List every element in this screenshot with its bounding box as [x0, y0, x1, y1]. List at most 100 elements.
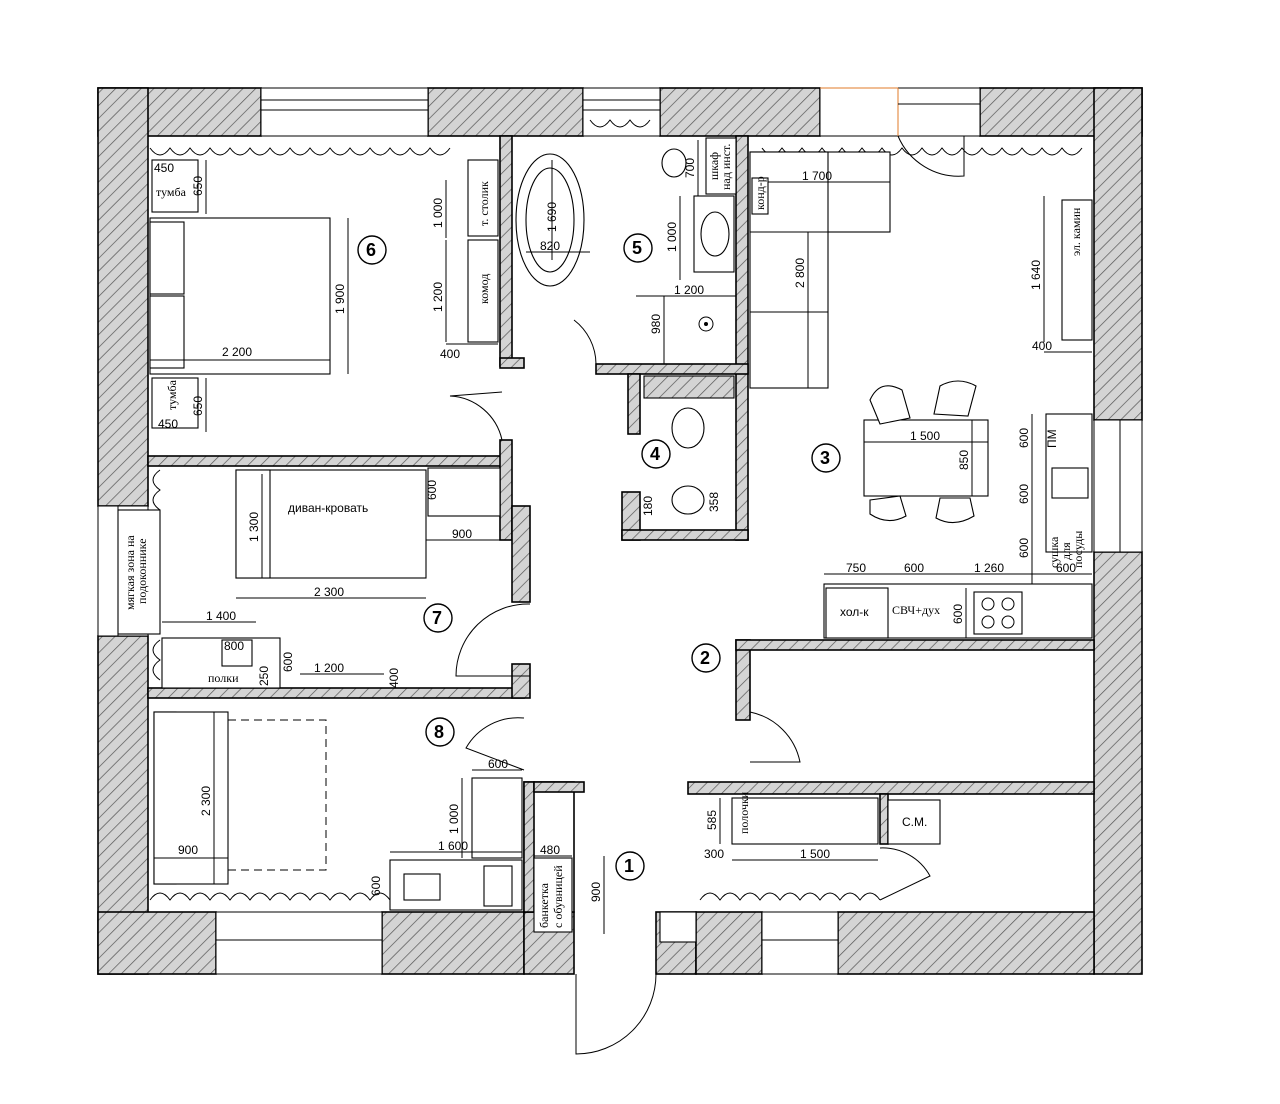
- svg-text:1 500: 1 500: [910, 429, 940, 443]
- svg-text:750: 750: [846, 561, 866, 575]
- svg-text:3: 3: [820, 448, 830, 468]
- svg-text:6: 6: [366, 240, 376, 260]
- svg-text:1 000: 1 000: [447, 804, 461, 834]
- svg-text:820: 820: [540, 239, 560, 253]
- svg-text:650: 650: [191, 396, 205, 416]
- svg-text:600: 600: [1017, 484, 1031, 504]
- toilet: [671, 407, 705, 449]
- svg-text:шкаф: шкаф: [707, 152, 721, 180]
- bidet: [671, 485, 705, 515]
- cooktop: [973, 591, 1023, 635]
- tumba-bottom: [151, 377, 199, 429]
- svg-text:900: 900: [452, 527, 472, 541]
- interior-walls: [147, 135, 1095, 913]
- wc-upper: [661, 148, 687, 178]
- room-5-marker: [623, 233, 653, 263]
- svg-text:1 300: 1 300: [247, 512, 261, 542]
- svg-text:2 300: 2 300: [314, 585, 344, 599]
- radiator: [659, 911, 697, 943]
- room-1: банкетка с обувницей 480 900: [533, 843, 697, 943]
- soft-zone: [117, 509, 161, 635]
- svg-text:2 300: 2 300: [199, 786, 213, 816]
- desk-7: [161, 637, 281, 689]
- svg-text:2 800: 2 800: [793, 258, 807, 288]
- svg-text:585: 585: [705, 810, 719, 830]
- room-markers: 1 2 3 4 5 6 7 8: [357, 233, 841, 881]
- svg-text:1 200: 1 200: [314, 661, 344, 675]
- svg-text:1 690: 1 690: [545, 202, 559, 232]
- svg-text:980: 980: [649, 314, 663, 334]
- svg-text:1 000: 1 000: [665, 222, 679, 252]
- room-4-marker: [641, 439, 671, 469]
- svg-text:1 400: 1 400: [206, 609, 236, 623]
- svg-text:900: 900: [589, 882, 603, 902]
- svg-text:диван-кровать: диван-кровать: [288, 501, 368, 515]
- svg-text:сушка: сушка: [1047, 536, 1061, 568]
- svg-text:С.М.: С.М.: [902, 815, 927, 829]
- room-6: тумба тумба т. столик комод 450 650 1 90…: [149, 159, 499, 432]
- room-3: конд-р 1 700 2 800 эл. камин 1 640 400 1…: [749, 151, 1093, 639]
- svg-text:600: 600: [1056, 561, 1076, 575]
- svg-text:подоконнике: подоконнике: [135, 538, 149, 604]
- svg-text:600: 600: [951, 604, 965, 624]
- svg-text:5: 5: [632, 238, 642, 258]
- svg-text:8: 8: [434, 722, 444, 742]
- room-4: 180 358: [641, 375, 735, 516]
- room-2-marker: [691, 643, 721, 673]
- komod-label: комод: [477, 274, 491, 304]
- svg-text:300: 300: [704, 847, 724, 861]
- room-6-marker: [357, 235, 387, 265]
- table-label: т. столик: [477, 181, 491, 226]
- svg-text:1 000: 1 000: [431, 198, 445, 228]
- svg-text:банкетка: банкетка: [537, 882, 551, 928]
- svg-text:250: 250: [257, 666, 271, 686]
- dining-table: [863, 419, 989, 497]
- svg-text:1 700: 1 700: [802, 169, 832, 183]
- svg-text:600: 600: [369, 876, 383, 896]
- wc-cabinet: [705, 137, 737, 195]
- svg-text:ПМ: ПМ: [1045, 429, 1059, 448]
- svg-text:850: 850: [957, 450, 971, 470]
- svg-text:1 600: 1 600: [438, 839, 468, 853]
- komod: [467, 239, 499, 343]
- tumba-bottom-label: тумба: [165, 379, 179, 410]
- chair-7: [221, 639, 253, 667]
- svg-text:400: 400: [387, 668, 401, 688]
- svg-text:2: 2: [700, 648, 710, 668]
- room-3-marker: [811, 443, 841, 473]
- svg-text:400: 400: [440, 347, 460, 361]
- svg-text:700: 700: [683, 158, 697, 178]
- fridge: [825, 587, 889, 639]
- svg-text:358: 358: [707, 492, 721, 512]
- room-5: 820 1 690 шкаф над инст. 1 000 700 1 200…: [515, 137, 737, 364]
- wardrobe-8: [471, 777, 523, 859]
- svg-text:хол-к: хол-к: [840, 605, 869, 619]
- svg-text:посуды: посуды: [1071, 531, 1085, 568]
- bed-8: [153, 711, 229, 885]
- svg-text:900: 900: [178, 843, 198, 857]
- svg-text:600: 600: [1017, 428, 1031, 448]
- svg-text:2 200: 2 200: [222, 345, 252, 359]
- tumba-top: [151, 159, 199, 213]
- room-2: полочки 1 500 585 300 С.М.: [704, 791, 941, 861]
- fireplace: [1061, 199, 1093, 341]
- room-7: диван-кровать 1 300 2 300 900 600 мягкая…: [117, 467, 501, 689]
- svg-text:800: 800: [224, 639, 244, 653]
- svg-text:400: 400: [1032, 339, 1052, 353]
- svg-text:600: 600: [425, 480, 439, 500]
- svg-text:эл. камин: эл. камин: [1069, 207, 1083, 256]
- svg-text:480: 480: [540, 843, 560, 857]
- washing-machine: [887, 799, 941, 845]
- svg-text:600: 600: [1017, 538, 1031, 558]
- svg-text:с обувницей: с обувницей: [551, 865, 565, 928]
- table: [467, 159, 499, 237]
- drain-icon: [698, 316, 714, 332]
- svg-text:для: для: [1059, 542, 1073, 560]
- svg-text:650: 650: [191, 176, 205, 196]
- svg-text:1: 1: [624, 856, 634, 876]
- bench: [533, 857, 573, 933]
- room-1-marker: [615, 851, 645, 881]
- svg-text:1 260: 1 260: [974, 561, 1004, 575]
- svg-text:1 200: 1 200: [431, 282, 445, 312]
